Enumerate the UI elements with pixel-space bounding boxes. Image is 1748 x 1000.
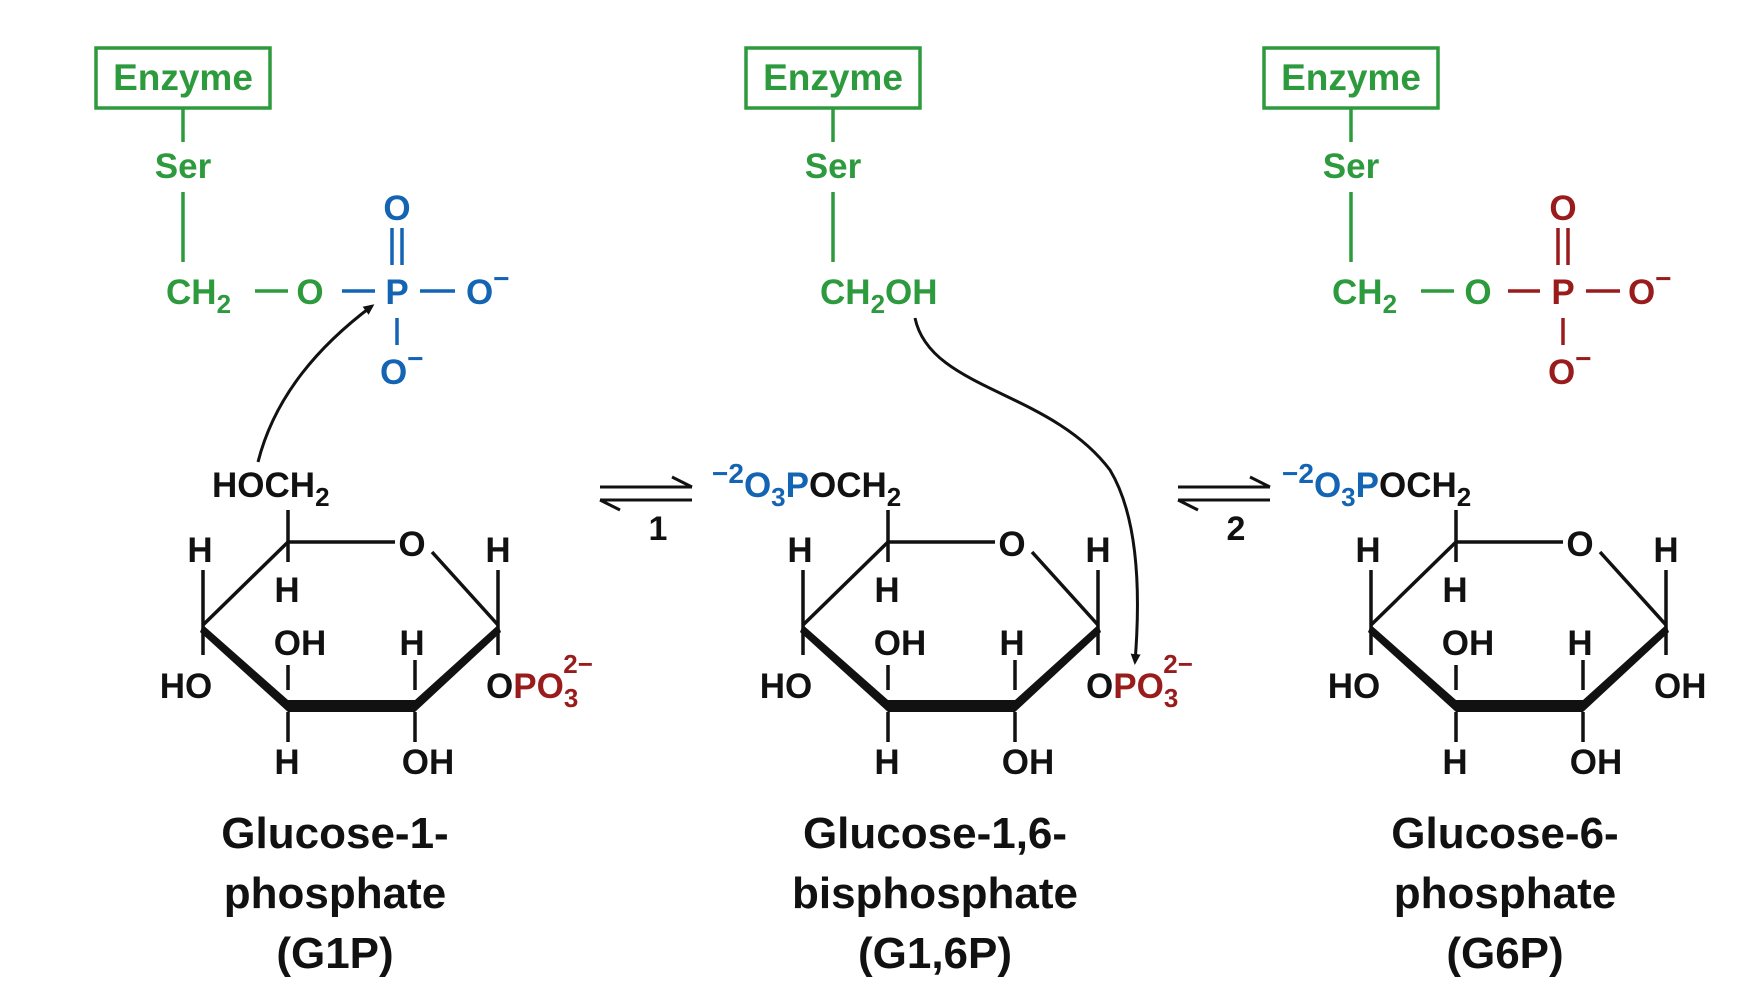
glucose-ring <box>801 510 1100 742</box>
step-number: 1 <box>649 510 668 548</box>
molecule-name-line1: Glucose-1- <box>221 809 448 858</box>
h-label: H <box>1567 624 1592 663</box>
h-label: H <box>485 531 510 570</box>
enzyme-box: Enzyme <box>94 46 272 110</box>
oh-label: OH <box>402 743 455 782</box>
ch2-label: CH2 <box>166 273 231 319</box>
h-label: H <box>1085 531 1110 570</box>
h-label: H <box>274 571 299 610</box>
oh-label: OH <box>1442 624 1495 663</box>
ch2-label: CH2 <box>1332 273 1397 319</box>
h-label: H <box>999 624 1024 663</box>
molecule-abbr: (G1P) <box>276 929 393 978</box>
panel-g16p: Enzyme Ser CH2OH −2O3POCH2 O H H H OH H <box>712 46 1193 978</box>
ho-label: HO <box>760 667 813 706</box>
molecule-name-line2: phosphate <box>1394 869 1616 918</box>
h-label: H <box>874 743 899 782</box>
h-label: H <box>187 531 212 570</box>
molecule-name-line2: bisphosphate <box>792 869 1078 918</box>
enzyme-box: Enzyme <box>744 46 922 110</box>
equilibrium-arrow-2 <box>1177 475 1271 512</box>
phosphorus-atom: P <box>385 273 408 312</box>
enzyme-label: Enzyme <box>113 57 253 98</box>
hoch2-label: HOCH2 <box>212 466 330 512</box>
h-label: H <box>1442 743 1467 782</box>
ho-label: HO <box>160 667 213 706</box>
h-label: H <box>1355 531 1380 570</box>
oh-label: OH <box>1654 667 1707 706</box>
step-number: 2 <box>1227 510 1246 548</box>
oxygen-minus-lower: O− <box>1548 343 1592 392</box>
h-label: H <box>1442 571 1467 610</box>
molecule-name-line1: Glucose-6- <box>1391 809 1618 858</box>
phosphate-ch2-label: −2O3POCH2 <box>1282 458 1471 512</box>
opo3-label: OPO32− <box>1086 649 1193 713</box>
glucose-ring <box>1369 510 1668 742</box>
oh-label: OH <box>1570 743 1623 782</box>
oh-label: OH <box>874 624 927 663</box>
h-label: H <box>399 624 424 663</box>
ser-oxygen: O <box>1464 273 1491 312</box>
glucose-ring <box>201 510 500 742</box>
attack-arrow <box>913 317 1141 665</box>
ser-label: Ser <box>1323 147 1380 186</box>
ring-oxygen: O <box>1566 525 1593 564</box>
ser-label: Ser <box>805 147 862 186</box>
oxygen-double: O <box>1549 189 1576 228</box>
molecule-name-line2: phosphate <box>224 869 446 918</box>
h-label: H <box>274 743 299 782</box>
molecule-name-line1: Glucose-1,6- <box>803 809 1067 858</box>
h-label: H <box>874 571 899 610</box>
oxygen-minus-lower: O− <box>380 343 424 392</box>
molecule-abbr: (G6P) <box>1446 929 1563 978</box>
molecule-abbr: (G1,6P) <box>858 929 1012 978</box>
enzyme-box: Enzyme <box>1262 46 1440 110</box>
panel-g6p: Enzyme Ser CH2 O P O O− O− <box>1262 46 1707 978</box>
ser-label: Ser <box>155 147 212 186</box>
oh-label: OH <box>274 624 327 663</box>
h-label: H <box>787 531 812 570</box>
ho-label: HO <box>1328 667 1381 706</box>
opo3-label: OPO32− <box>486 649 593 713</box>
phosphate-ch2-label: −2O3POCH2 <box>712 458 901 512</box>
oh-label: OH <box>1002 743 1055 782</box>
phosphorus-atom: P <box>1551 273 1574 312</box>
panel-g1p: Enzyme Ser CH2 O P O O− O− <box>94 46 593 978</box>
oxygen-double: O <box>383 189 410 228</box>
ser-oxygen: O <box>296 273 323 312</box>
oxygen-minus: O− <box>1628 263 1672 312</box>
h-label: H <box>1653 531 1678 570</box>
ring-oxygen: O <box>398 525 425 564</box>
enzyme-label: Enzyme <box>763 57 903 98</box>
attack-arrow <box>256 304 375 463</box>
oxygen-minus: O− <box>466 263 510 312</box>
ring-oxygen: O <box>998 525 1025 564</box>
equilibrium-arrow-1 <box>599 475 693 512</box>
enzyme-label: Enzyme <box>1281 57 1421 98</box>
ch2oh-label: CH2OH <box>820 273 938 319</box>
